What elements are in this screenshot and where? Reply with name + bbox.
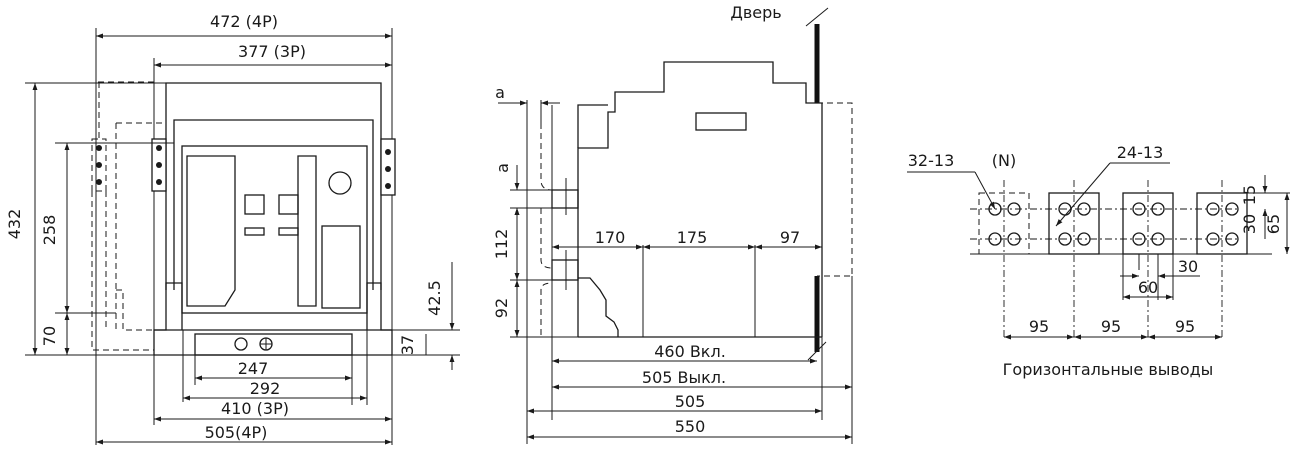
nameplate xyxy=(321,225,361,309)
terminals-caption: Горизонтальные выводы xyxy=(1003,360,1214,379)
carry-handle xyxy=(165,82,382,290)
dim-label-292: 292 xyxy=(250,379,281,398)
front-view: 472 (4P) 377 (3P) xyxy=(5,12,460,445)
dim-label-92: 92 xyxy=(492,298,511,318)
bus-dashed-top xyxy=(540,103,553,191)
dim-label-112: 112 xyxy=(492,229,511,260)
button-off xyxy=(278,194,299,215)
dim-label-60: 60 xyxy=(1138,278,1158,297)
base-plate xyxy=(194,333,353,356)
dim-label-505-off: 505 Выкл. xyxy=(642,368,726,387)
inner-frame-top xyxy=(173,119,374,143)
foot-right xyxy=(366,282,393,355)
dim-label-95-2: 95 xyxy=(1101,317,1121,336)
door-leader xyxy=(805,7,829,27)
dim-label-a-side: a xyxy=(493,163,512,173)
side-view: Дверь a a xyxy=(492,3,853,444)
foot-left xyxy=(153,282,183,355)
dim-label-258: 258 xyxy=(40,215,59,246)
dim-label-95-1: 95 xyxy=(1029,317,1049,336)
lock-hole xyxy=(234,337,248,351)
door-open-outline xyxy=(817,102,853,277)
button-on xyxy=(244,194,265,215)
indicator-left xyxy=(244,227,265,236)
bus-dashed-left xyxy=(526,103,553,338)
upper-terminal xyxy=(551,189,579,209)
dim-label-505-4p: 505(4P) xyxy=(205,423,268,442)
label-neutral: (N) xyxy=(992,151,1016,170)
dim-label-410-3p: 410 (3P) xyxy=(221,399,289,418)
terminal-block-3 xyxy=(1196,192,1248,255)
dim-label-505: 505 xyxy=(675,392,706,411)
dim-label-37: 37 xyxy=(398,335,417,355)
side-window xyxy=(695,112,747,131)
dim-label-170: 170 xyxy=(595,228,626,247)
dim-label-460-on: 460 Вкл. xyxy=(654,342,726,361)
dim-label-377-3p: 377 (3P) xyxy=(238,42,306,61)
dim-label-30-v: 30 xyxy=(1240,214,1259,234)
dim-label-65: 65 xyxy=(1264,214,1283,234)
dim-label-550: 550 xyxy=(675,417,706,436)
dim-label-175: 175 xyxy=(677,228,708,247)
dim-label-95-3: 95 xyxy=(1175,317,1195,336)
terminal-block-2 xyxy=(1122,192,1174,255)
indicator-right xyxy=(278,227,299,236)
dim-label-247: 247 xyxy=(238,359,269,378)
dim-label-432: 432 xyxy=(5,209,24,240)
terminal-view: 32-13 (N) 24-13 15 30 65 30 60 95 95 95 … xyxy=(907,143,1290,379)
dim-label-97: 97 xyxy=(780,228,800,247)
terminal-block-1 xyxy=(1048,192,1100,255)
label-24-13: 24-13 xyxy=(1117,143,1164,162)
terminal-block-n xyxy=(978,192,1030,255)
dim-label-70: 70 xyxy=(40,326,59,346)
dim-label-30-h: 30 xyxy=(1178,257,1198,276)
dim-label-472-4p: 472 (4P) xyxy=(210,12,278,31)
dim-label-15: 15 xyxy=(1240,185,1259,205)
lower-terminal xyxy=(551,259,579,281)
front-panel-left xyxy=(186,155,236,307)
front-panel-strip xyxy=(297,155,317,307)
label-32-13: 32-13 xyxy=(908,151,955,170)
breaker-body xyxy=(181,145,368,314)
dim-label-42-5: 42.5 xyxy=(425,280,444,316)
door-label: Дверь xyxy=(730,3,781,22)
terminal-4p-dashed xyxy=(91,138,107,192)
breaker-side-profile xyxy=(577,61,823,337)
dial-circle xyxy=(328,171,352,195)
dim-label-a-top: a xyxy=(495,83,505,102)
